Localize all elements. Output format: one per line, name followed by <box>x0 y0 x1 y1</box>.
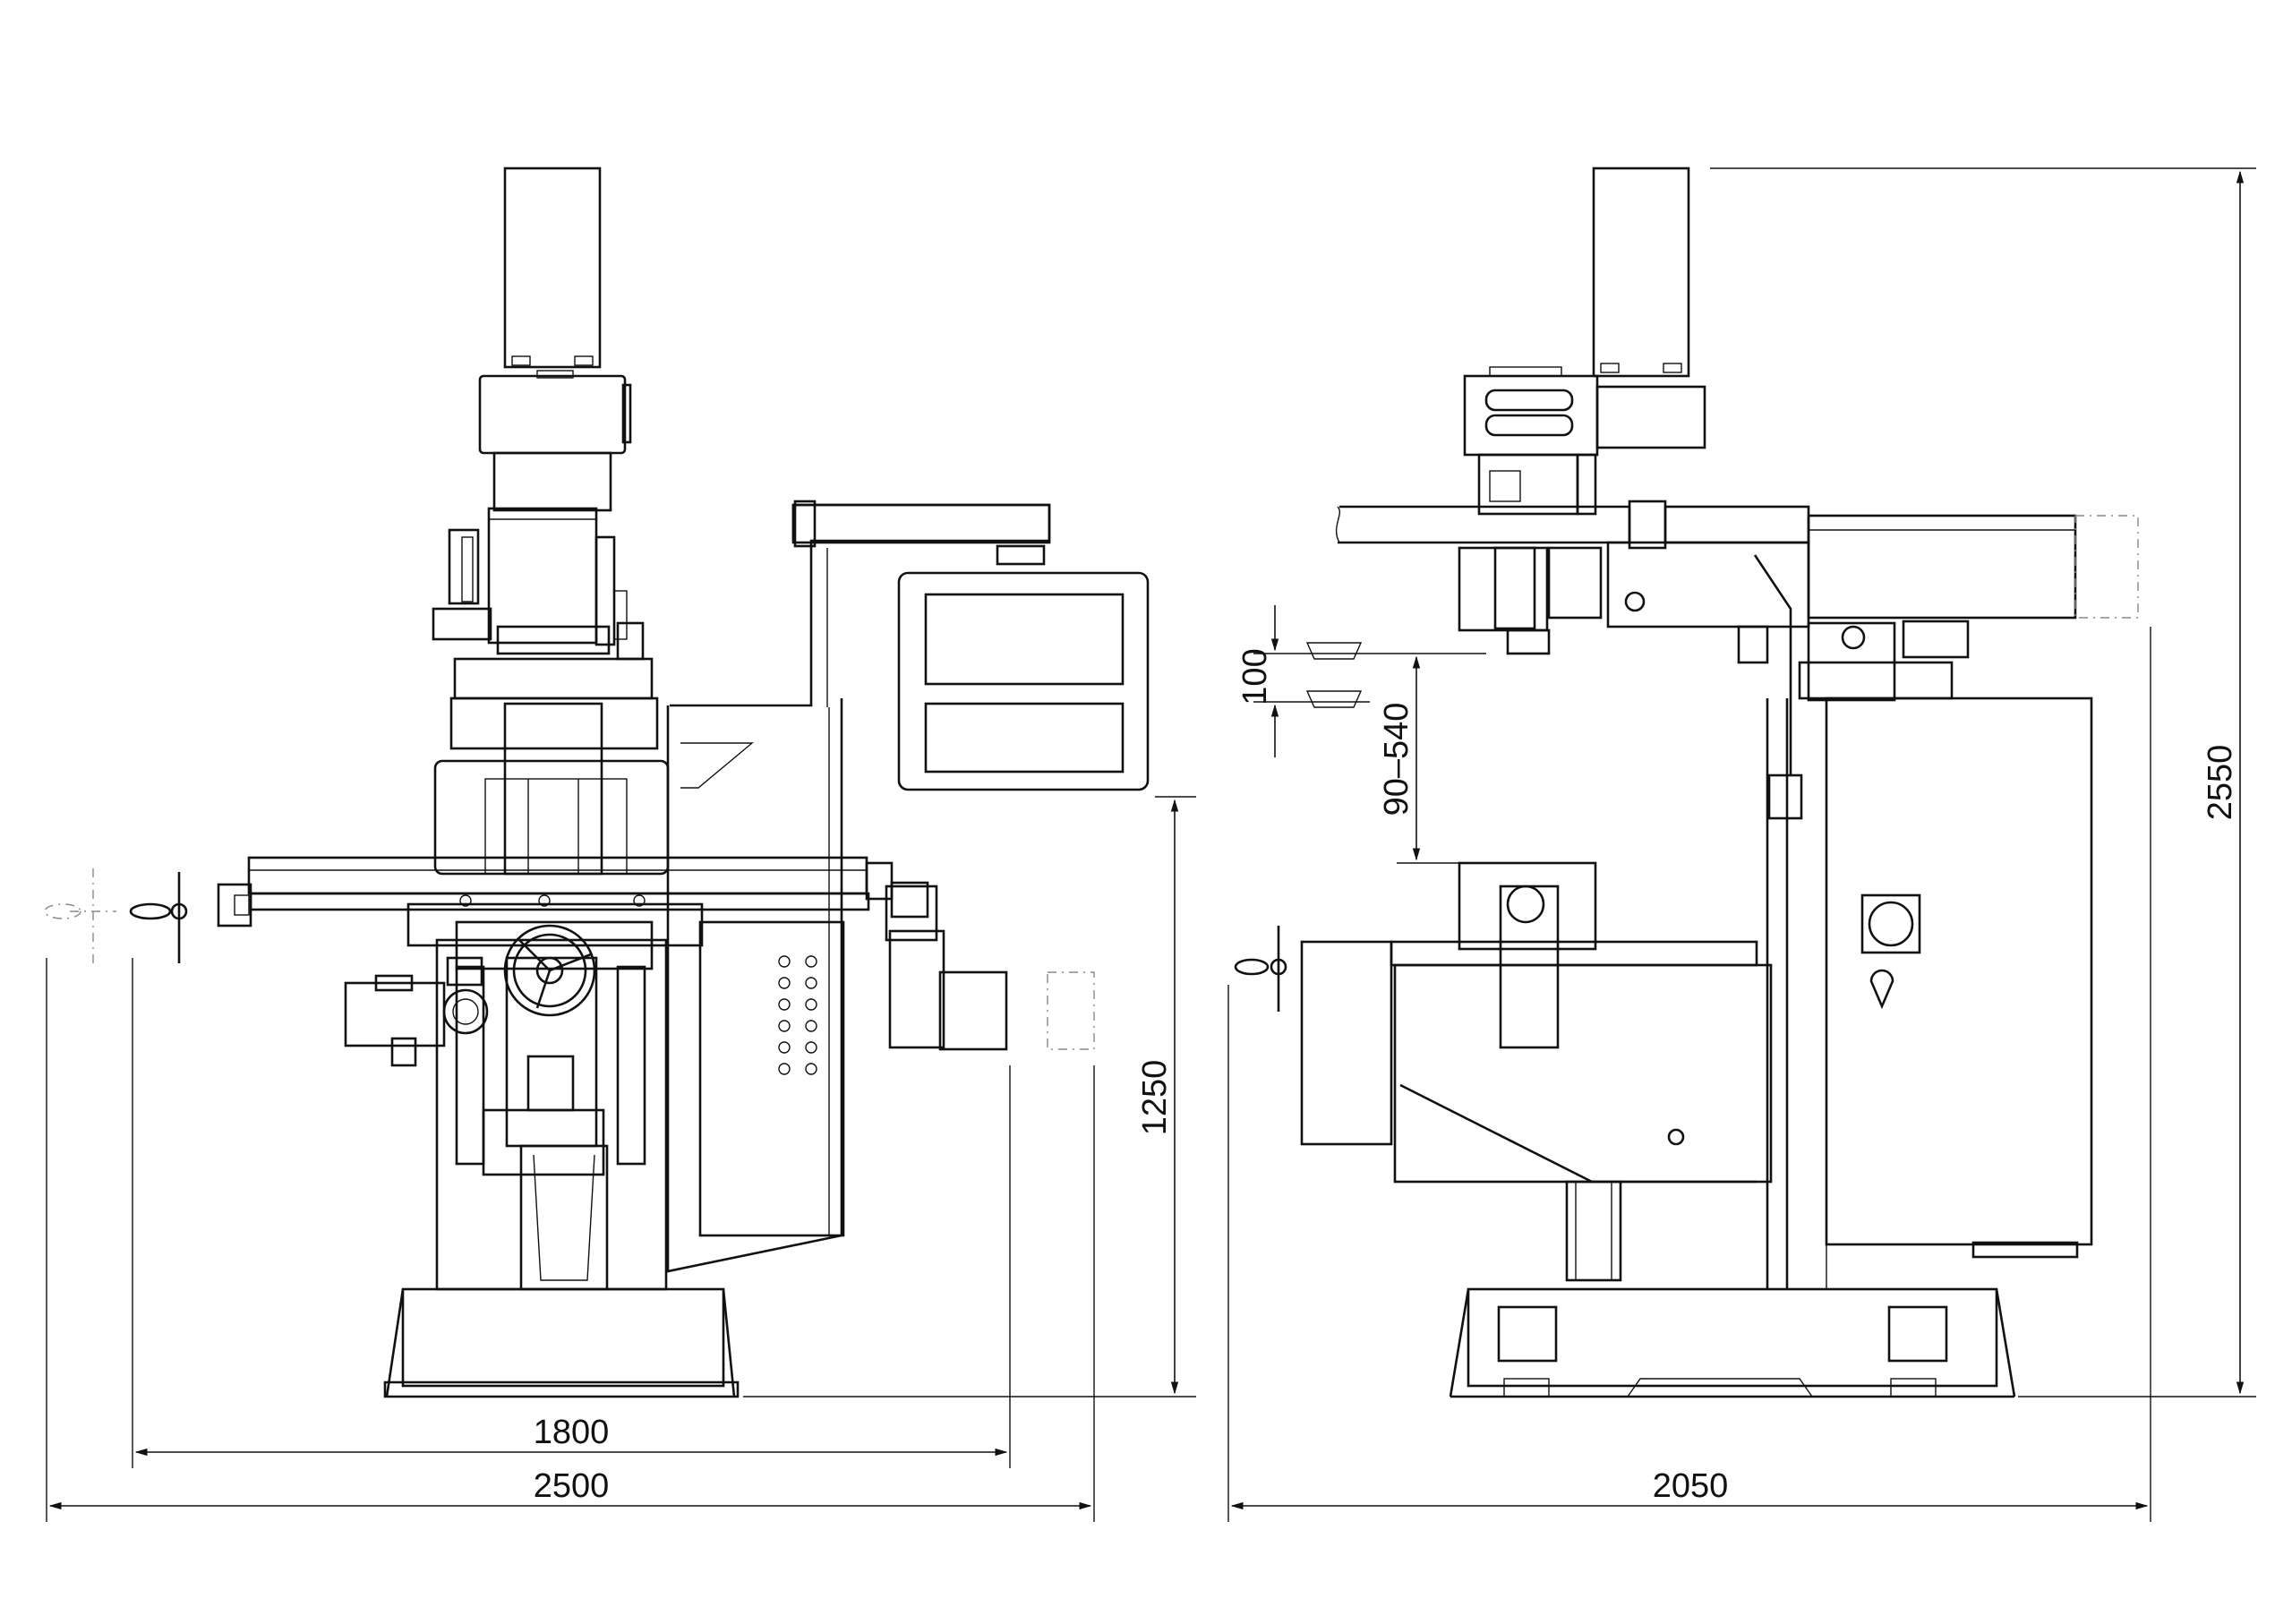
dimension-lines <box>46 167 2256 1522</box>
dim-2500-label: 2500 <box>534 1467 610 1505</box>
dim-100-label: 100 <box>1236 648 1274 705</box>
side-view <box>1234 167 2139 1398</box>
front-view <box>44 167 1150 1398</box>
dim-2050-label: 2050 <box>1653 1467 1729 1505</box>
control-buttons <box>778 955 817 1075</box>
dim-1800-label: 1800 <box>534 1414 610 1451</box>
dim-90-540-label: 90–540 <box>1378 703 1415 816</box>
dim-1250-label: 1250 <box>1136 1060 1174 1136</box>
dim-2550-label: 2550 <box>2202 745 2239 821</box>
